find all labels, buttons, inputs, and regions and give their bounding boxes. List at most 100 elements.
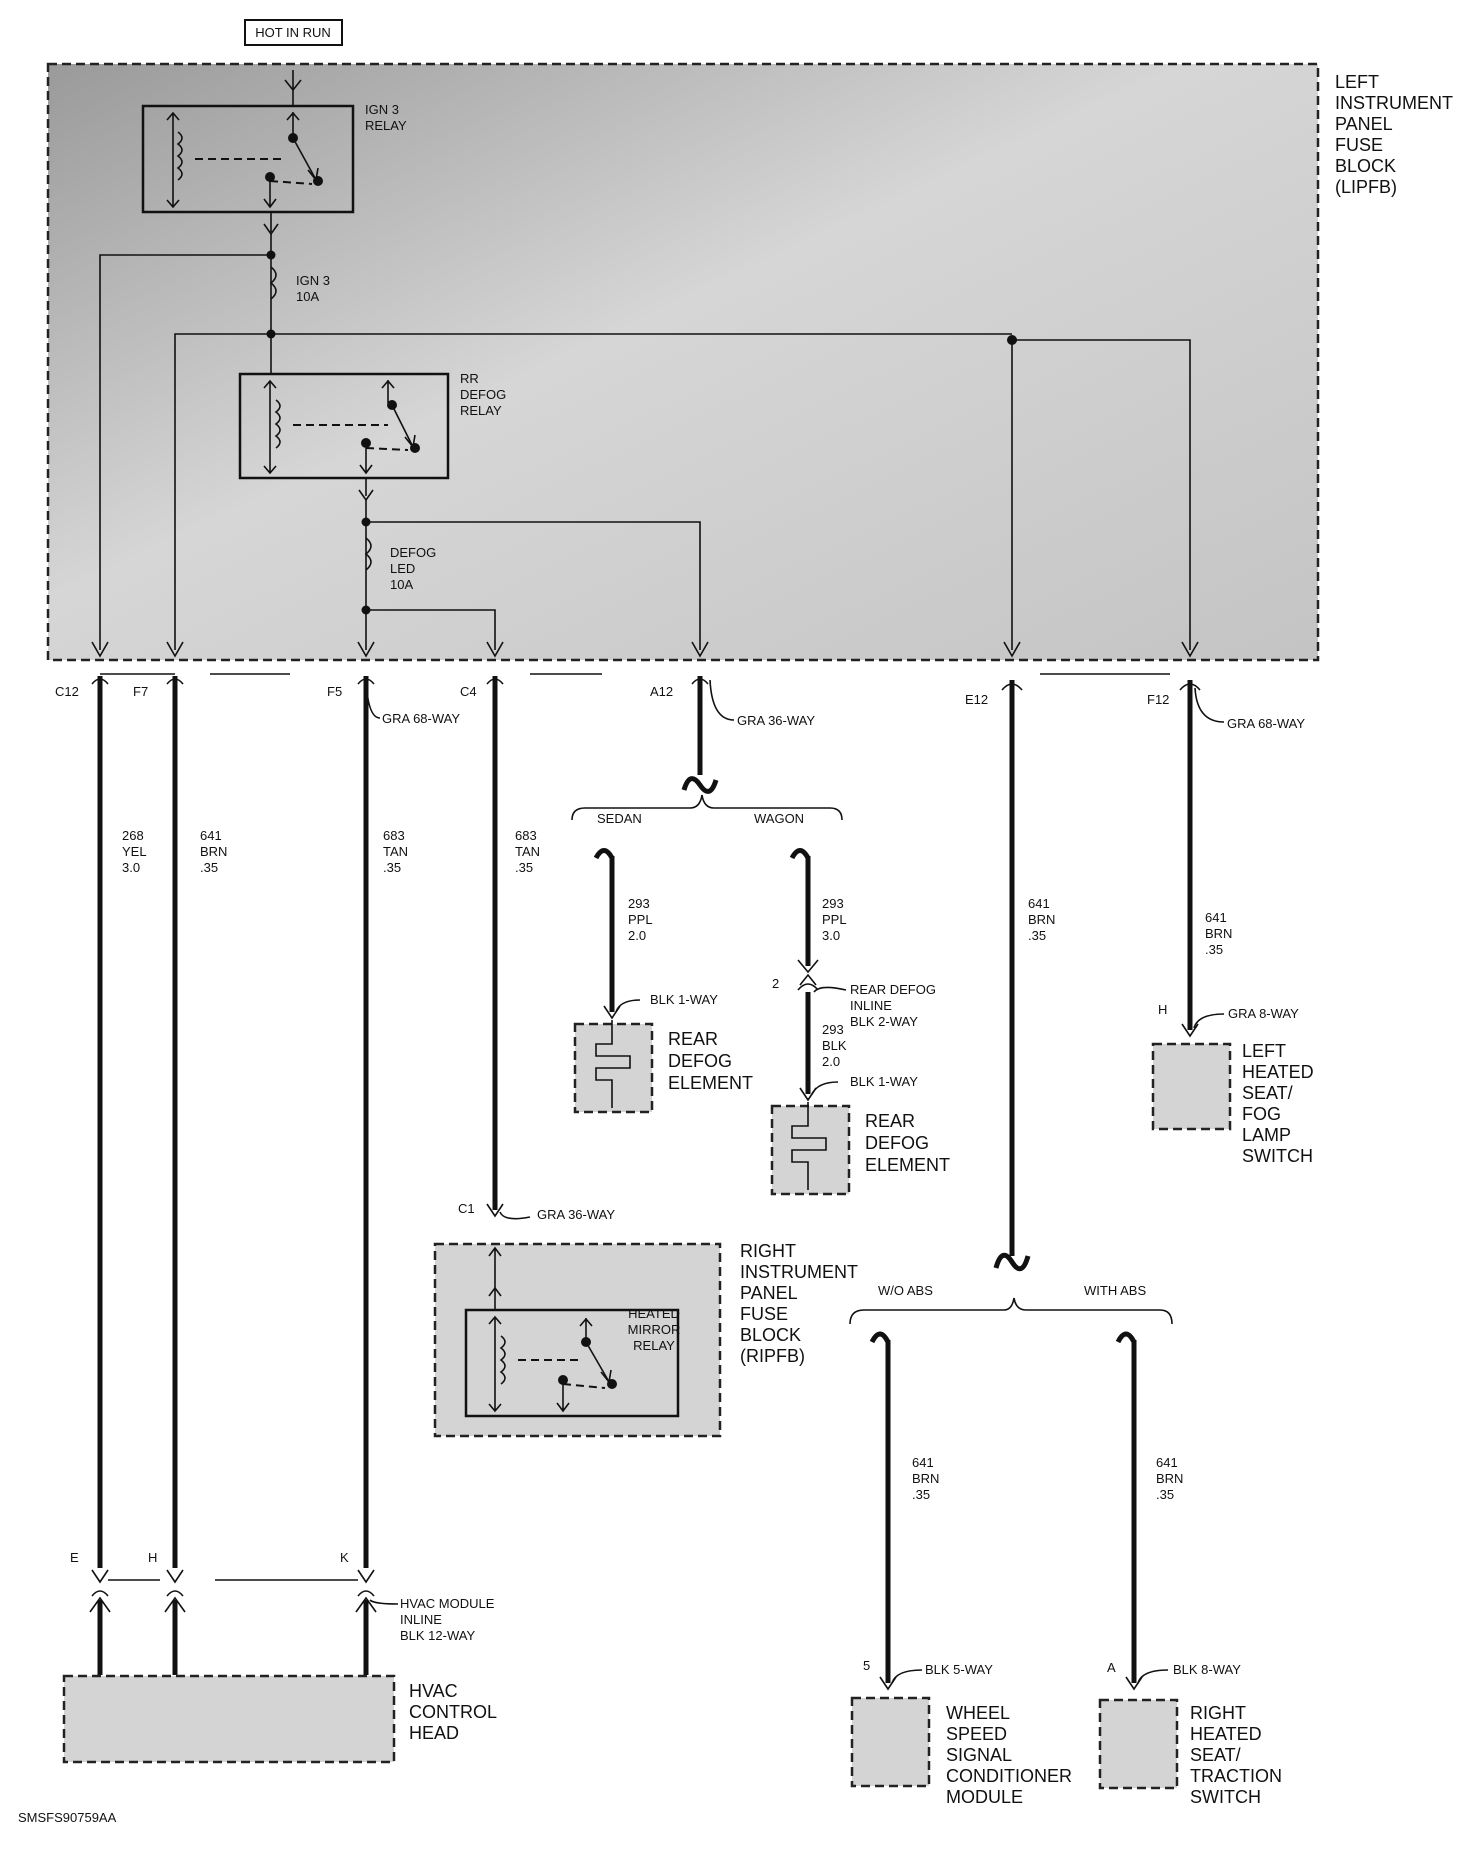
diagram-label: BLK 12-WAY [400,1628,475,1643]
diagram-label: HEATED [628,1306,680,1321]
diagram-label: 3.0 [822,928,840,943]
hvac-control-head: HVAC CONTROL HEAD [62,1674,497,1764]
diagram-label: BLOCK [1335,156,1396,176]
diagram-label: REAR [865,1111,915,1131]
diagram-label: 2 [772,976,779,991]
diagram-label: HVAC [409,1681,458,1701]
ripfb-label: RIGHT INSTRUMENT PANEL FUSE BLOCK (RIPFB… [740,1241,858,1366]
diagram-label: BLK 1-WAY [850,1074,918,1089]
diagram-label: 2.0 [628,928,646,943]
diagram-label: SEAT/ [1190,1745,1241,1765]
wire-268: 268 YEL 3.0 [91,676,147,1568]
diagram-label: BLOCK [740,1325,801,1345]
diagram-label: MIRROR [628,1322,681,1337]
diagram-label: 293 [822,896,844,911]
diagram-label: SIGNAL [946,1745,1012,1765]
diagram-label: F12 [1147,692,1169,707]
diagram-label: BRN [1156,1471,1183,1486]
diagram-label: .35 [383,860,401,875]
diagram-label: K [340,1550,349,1565]
diagram-label: 641 [1205,910,1227,925]
wire-293-sedan: 293 PPL 2.0 BLK 1-WAY [593,848,718,1020]
diagram-label: FOG [1242,1104,1281,1124]
diagram-label: W/O ABS [878,1283,933,1298]
diagram-label: RELAY [633,1338,675,1353]
diagram-label: PPL [628,912,653,927]
diagram-label: HEATED [1242,1062,1314,1082]
diagram-label: TRACTION [1190,1766,1282,1786]
diagram-label: SWITCH [1190,1787,1261,1807]
diagram-label: BRN [1028,912,1055,927]
ign3-relay: IGN 3 RELAY [141,102,407,214]
diagram-label: HVAC MODULE [400,1596,495,1611]
diagram-label: GRA 36-WAY [537,1207,615,1222]
diagram-label: .35 [200,860,218,875]
hot-in-run-box: HOT IN RUN [244,19,343,46]
wire-641-wheel-speed: 641 BRN .35 5 BLK 5-WAY [863,1331,993,1691]
diagram-label: 683 [383,828,405,843]
diagram-label: 2.0 [822,1054,840,1069]
ripfb-block: HEATED MIRROR RELAY [433,1242,722,1438]
diagram-label: YEL [122,844,147,859]
diagram-label: H [148,1550,157,1565]
diagram-label: E [70,1550,79,1565]
diagram-label: SWITCH [1242,1146,1313,1166]
diagram-label: C12 [55,684,79,699]
ripfb-connector: C1 GRA 36-WAY [458,1201,615,1222]
wire-641-left-seat: 641 BRN .35 H GRA 8-WAY [1158,680,1299,1038]
diagram-label: BLK 2-WAY [850,1014,918,1029]
diagram-label: .35 [912,1487,930,1502]
diagram-label: DEFOG [865,1133,929,1153]
diagram-label: RELAY [365,118,407,133]
diagram-label: 293 [628,896,650,911]
diagram-label: DEFOG [460,387,506,402]
diagram-label: ELEMENT [865,1155,950,1175]
diagram-label: BLK 8-WAY [1173,1662,1241,1677]
diagram-label: TAN [383,844,408,859]
diagram-label: F7 [133,684,148,699]
diagram-label: (RIPFB) [740,1346,805,1366]
diagram-label: BRN [200,844,227,859]
diagram-label: FUSE [740,1304,788,1324]
diagram-label: REAR [668,1029,718,1049]
diagram-label: DEFOG [668,1051,732,1071]
diagram-label: PANEL [740,1283,798,1303]
lipfb-output-arrows [91,641,1199,658]
diagram-label: BRN [912,1471,939,1486]
rear-defog-element-sedan: REAR DEFOG ELEMENT [573,1020,753,1114]
diagram-label: ELEMENT [668,1073,753,1093]
diagram-label: .35 [515,860,533,875]
wire-641-e12: 641 BRN .35 W/O ABS WITH ABS [849,680,1173,1325]
diagram-label: WAGON [754,811,804,826]
diagram-label: E12 [965,692,988,707]
diagram-label: H [1158,1002,1167,1017]
diagram-label: 641 [1028,896,1050,911]
diagram-label: C4 [460,684,477,699]
diagram-label: DEFOG [390,545,436,560]
diagram-label: LEFT [1335,72,1379,92]
diagram-label: 641 [912,1455,934,1470]
diagram-label: BLK 5-WAY [925,1662,993,1677]
wire-683-hvac: 683 TAN .35 [357,676,408,1568]
diagram-label: .35 [1028,928,1046,943]
diagram-label: LAMP [1242,1125,1291,1145]
diagram-label: 641 [1156,1455,1178,1470]
diagram-label: REAR DEFOG [850,982,936,997]
diagram-label: INLINE [850,998,892,1013]
diagram-label: LEFT [1242,1041,1286,1061]
diagram-label: INLINE [400,1612,442,1627]
diagram-label: MODULE [946,1787,1023,1807]
diagram-label: RIGHT [740,1241,796,1261]
diagram-label: BRN [1205,926,1232,941]
diagram-label: 3.0 [122,860,140,875]
diagram-label: .35 [1156,1487,1174,1502]
diagram-label: RIGHT [1190,1703,1246,1723]
diagram-label: SPEED [946,1724,1007,1744]
diagram-label: 293 [822,1022,844,1037]
rr-defog-relay: RR DEFOG RELAY [238,371,506,480]
diagram-label: IGN 3 [296,273,330,288]
rear-defog-element-wagon: REAR DEFOG ELEMENT [770,1102,950,1196]
diagram-label: GRA 68-WAY [1227,716,1305,731]
diagram-label: GRA 68-WAY [382,711,460,726]
